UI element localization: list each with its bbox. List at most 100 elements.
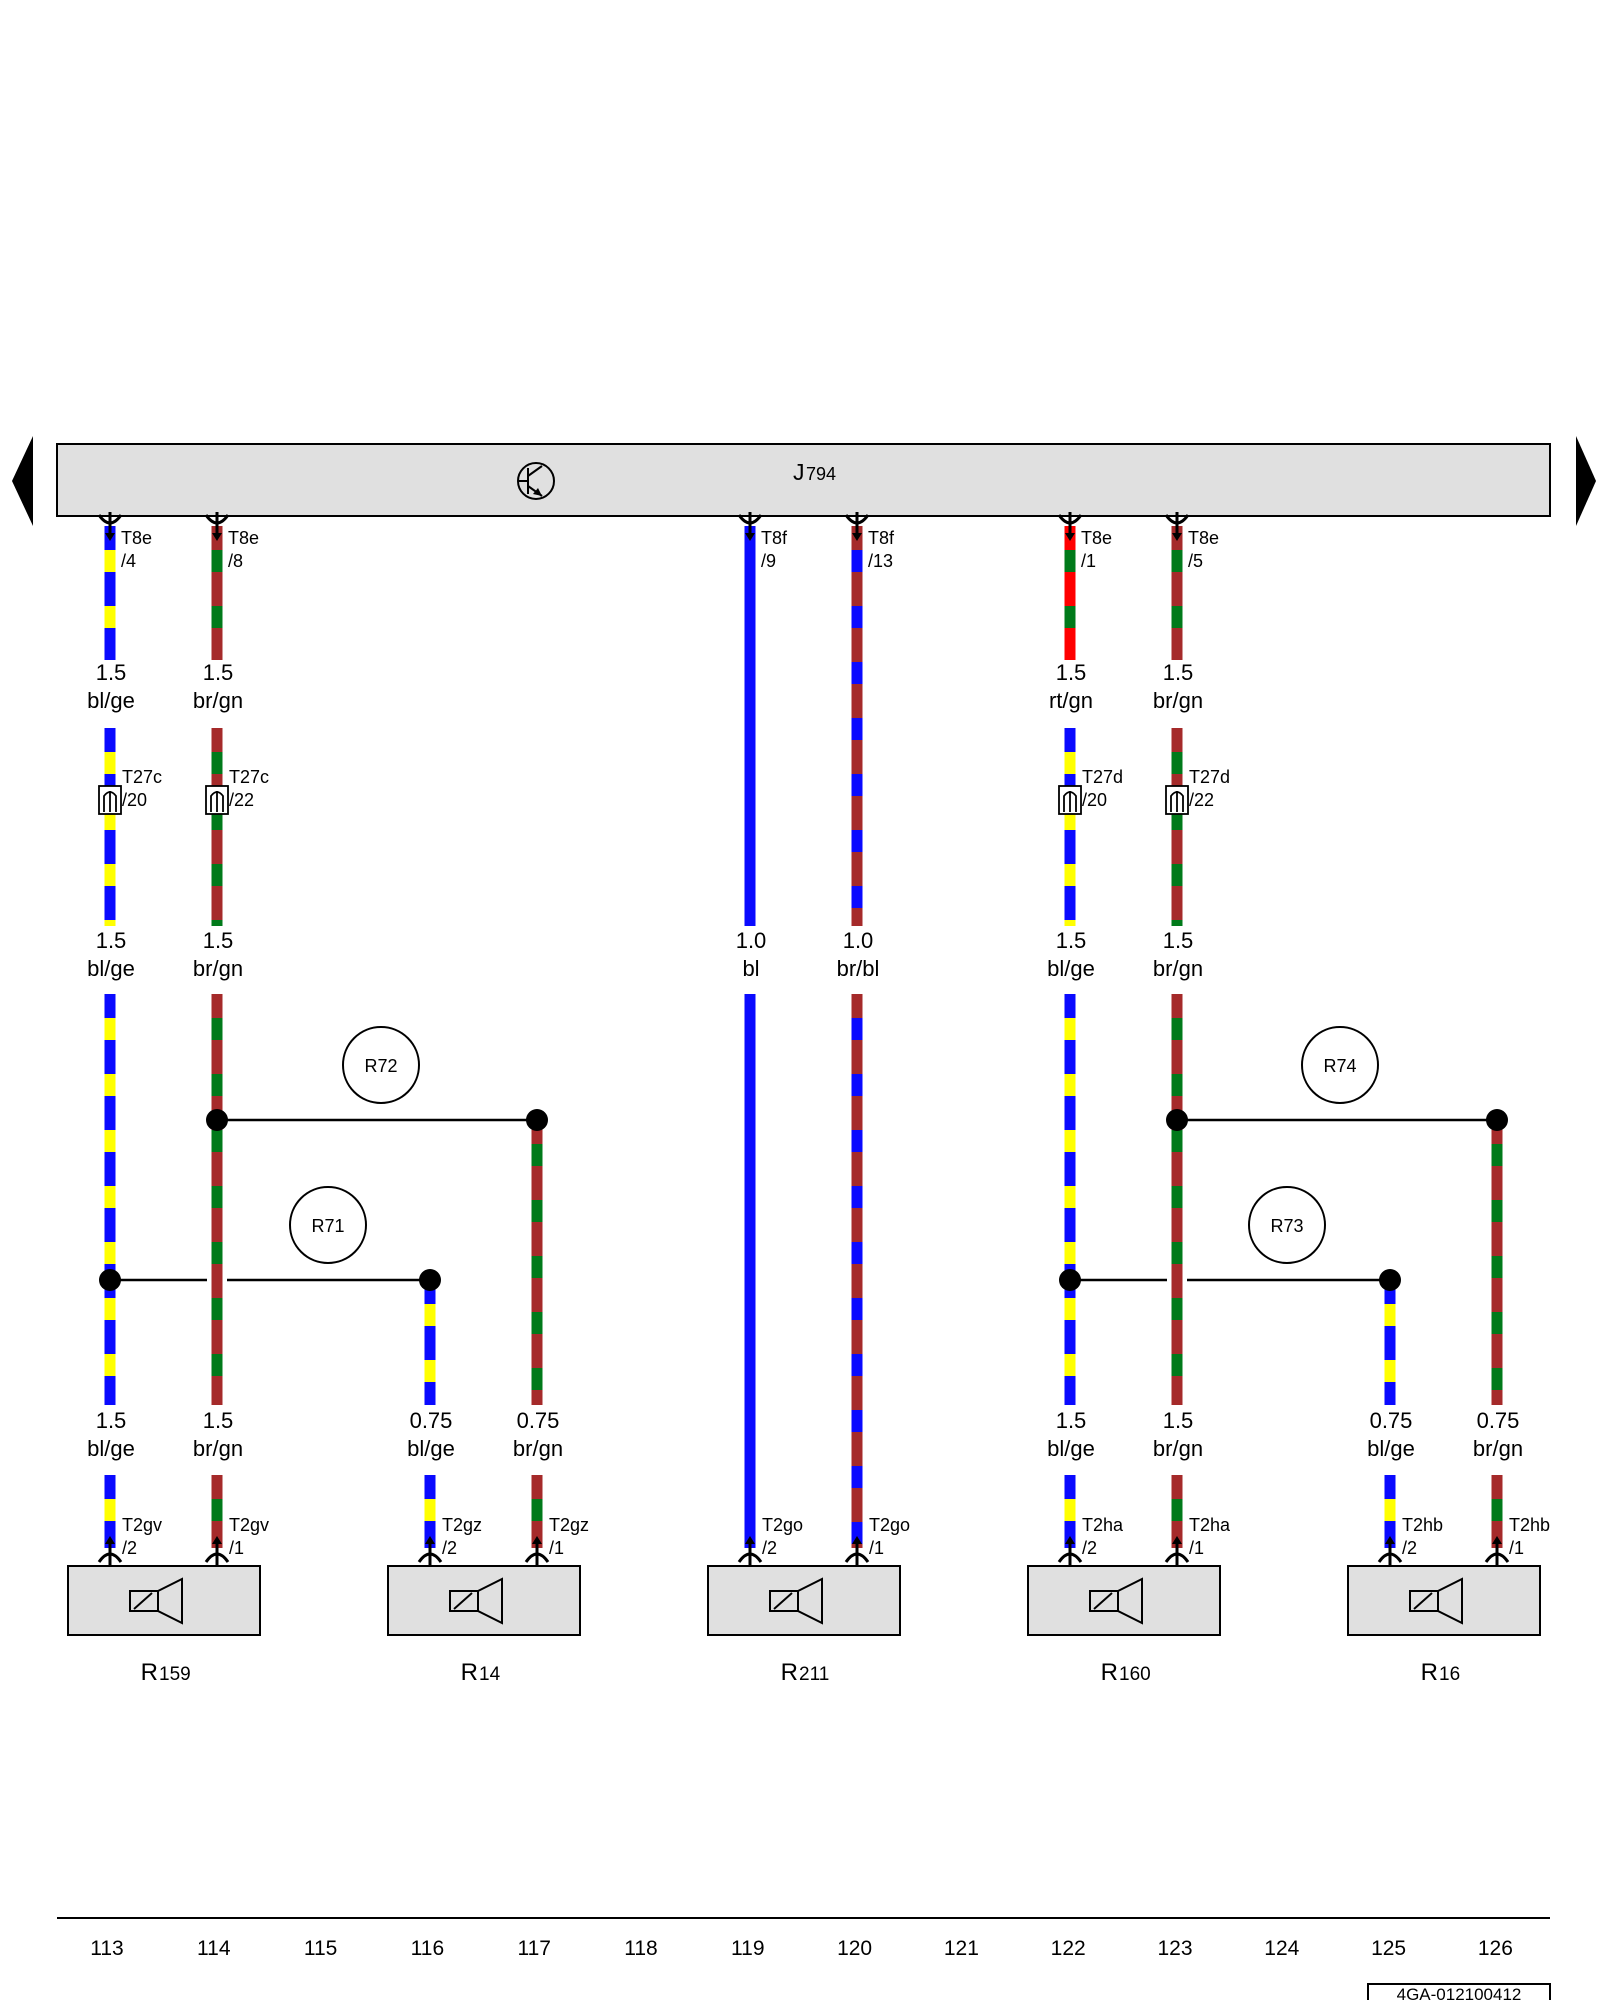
wire-bl-ge-5-stripe [1064,1242,1076,1264]
reference-label: R71 [311,1216,344,1236]
wire-br-bl-2 [851,994,863,1548]
wire-br-gn-3-stripe [211,752,223,774]
wire-br-gn-2 [1171,526,1183,660]
component-number: 14 [479,1664,501,1685]
wire-color-label: bl/ge [87,688,135,713]
wire-br-gn-4 [1171,728,1183,926]
connector-symbol [737,1536,763,1565]
track-number: 117 [517,1937,550,1960]
wire-br-gn-1-base [211,526,223,660]
wire-br-gn-5-stripe [211,1298,223,1320]
wire-br-bl-1-stripe [851,774,863,796]
wire-size-label: 0.75 [1477,1408,1520,1433]
connector-symbol [1377,1536,1403,1565]
wire-br-bl-1-stripe [851,830,863,852]
connector-pin-label: /22 [1189,790,1214,810]
connector-name: T2gv [122,1515,162,1535]
wire-size-label: 1.5 [203,660,234,685]
wire-br-gn-7-stripe [531,1312,543,1334]
wire-bl-1 [744,526,756,926]
connector-symbol [97,1536,123,1565]
connector-tip [212,1536,222,1544]
wire-br-bl-1-stripe [851,606,863,628]
wire-br-gn-6-stripe [1171,1242,1183,1264]
speaker-icon [769,1577,823,1625]
connector-pin-label: /1 [1509,1538,1524,1558]
wire-br-gn-1 [211,526,223,660]
wire-br-gn-8-stripe [1491,1144,1503,1166]
wire-bl-ge-1-base [104,526,116,660]
wire-rt-gn-1 [1064,526,1076,660]
reference-label: R73 [1270,1216,1303,1236]
connector-name: T8f [761,528,788,548]
track-number: 118 [624,1937,657,1960]
wire-bl-ge-3-stripe [1064,752,1076,774]
connector-tip [212,533,222,541]
reference-circle [342,1026,420,1104]
transistor-icon [517,462,555,500]
wire-br-gn-7-stripe [531,1368,543,1390]
wire-size-label: 1.5 [96,928,127,953]
connector-tip [105,533,115,541]
connector-name: T8e [1081,528,1112,548]
wire-br-bl-1-stripe [851,886,863,908]
connector-symbol [1057,512,1083,541]
junction-dot [99,1269,121,1291]
wire-stub-7-stripe [1491,1499,1503,1521]
wire-color-label: bl [742,956,759,981]
wire-br-gn-4-stripe [1171,752,1183,774]
wire-br-gn-7-stripe [531,1144,543,1166]
connector-pin-label: /1 [869,1538,884,1558]
wire-stub-5 [1171,1475,1183,1548]
page-next-arrow-icon[interactable] [1576,436,1596,526]
connector-symbol [417,1536,443,1565]
page-prev-arrow-icon[interactable] [12,436,33,526]
wire-color-label: bl/ge [1047,1436,1095,1461]
connector-pin-label: /2 [1082,1538,1097,1558]
wire-br-gn-7-stripe [531,1200,543,1222]
track-number: 113 [90,1937,123,1960]
connector-name: T27c [122,767,162,787]
reference-circle [1248,1186,1326,1264]
connector-pin-label: /2 [122,1538,137,1558]
wire-br-gn-3 [211,728,223,926]
connector-name: T2ha [1082,1515,1124,1535]
wire-br-gn-5-stripe [211,1130,223,1152]
connector-symbol [524,1536,550,1565]
speaker-icon [449,1577,503,1625]
wire-bl-ge-4-stripe [104,1018,116,1040]
connector-symbol [1484,1536,1510,1565]
component-prefix: R [1421,1659,1438,1686]
connector-pin-label: /13 [868,551,893,571]
wire-br-gn-3-stripe [211,808,223,830]
connector-pin-label: /2 [1402,1538,1417,1558]
wire-bl-ge-3-stripe [1064,920,1076,926]
speaker-icon-slash [773,1592,793,1610]
connector-pin-label: /2 [442,1538,457,1558]
speaker-icon-cone [1117,1577,1143,1625]
wire-bl-ge-6-stripe [424,1304,436,1326]
connector-pin-label: /9 [761,551,776,571]
wire-br-bl-1 [851,526,863,926]
wire-color-label: br/bl [837,956,880,981]
speaker-icon-slash [133,1592,153,1610]
wire-br-gn-3-stripe [211,864,223,886]
wire-br-gn-4-stripe [1171,864,1183,886]
wire-bl-ge-2-stripe [104,920,116,926]
speaker-icon-cone [477,1577,503,1625]
track-number: 120 [837,1937,872,1960]
speaker-box [1027,1565,1221,1636]
wire-stub-3-stripe [531,1499,543,1521]
wire-br-bl-2-stripe [851,1466,863,1488]
wire-br-gn-7-stripe [531,1256,543,1278]
wire-size-label: 1.5 [1056,660,1087,685]
connector-pin-label: /20 [1082,790,1107,810]
track-number: 121 [944,1937,979,1960]
connector-name: T8f [868,528,895,548]
wire-color-label: bl/ge [407,1436,455,1461]
inline-connector-symbol [205,785,229,815]
track-number: 115 [304,1937,337,1960]
wire-bl-ge-4-stripe [104,1354,116,1376]
connector-symbol [97,512,123,541]
speaker-icon [1089,1577,1143,1625]
